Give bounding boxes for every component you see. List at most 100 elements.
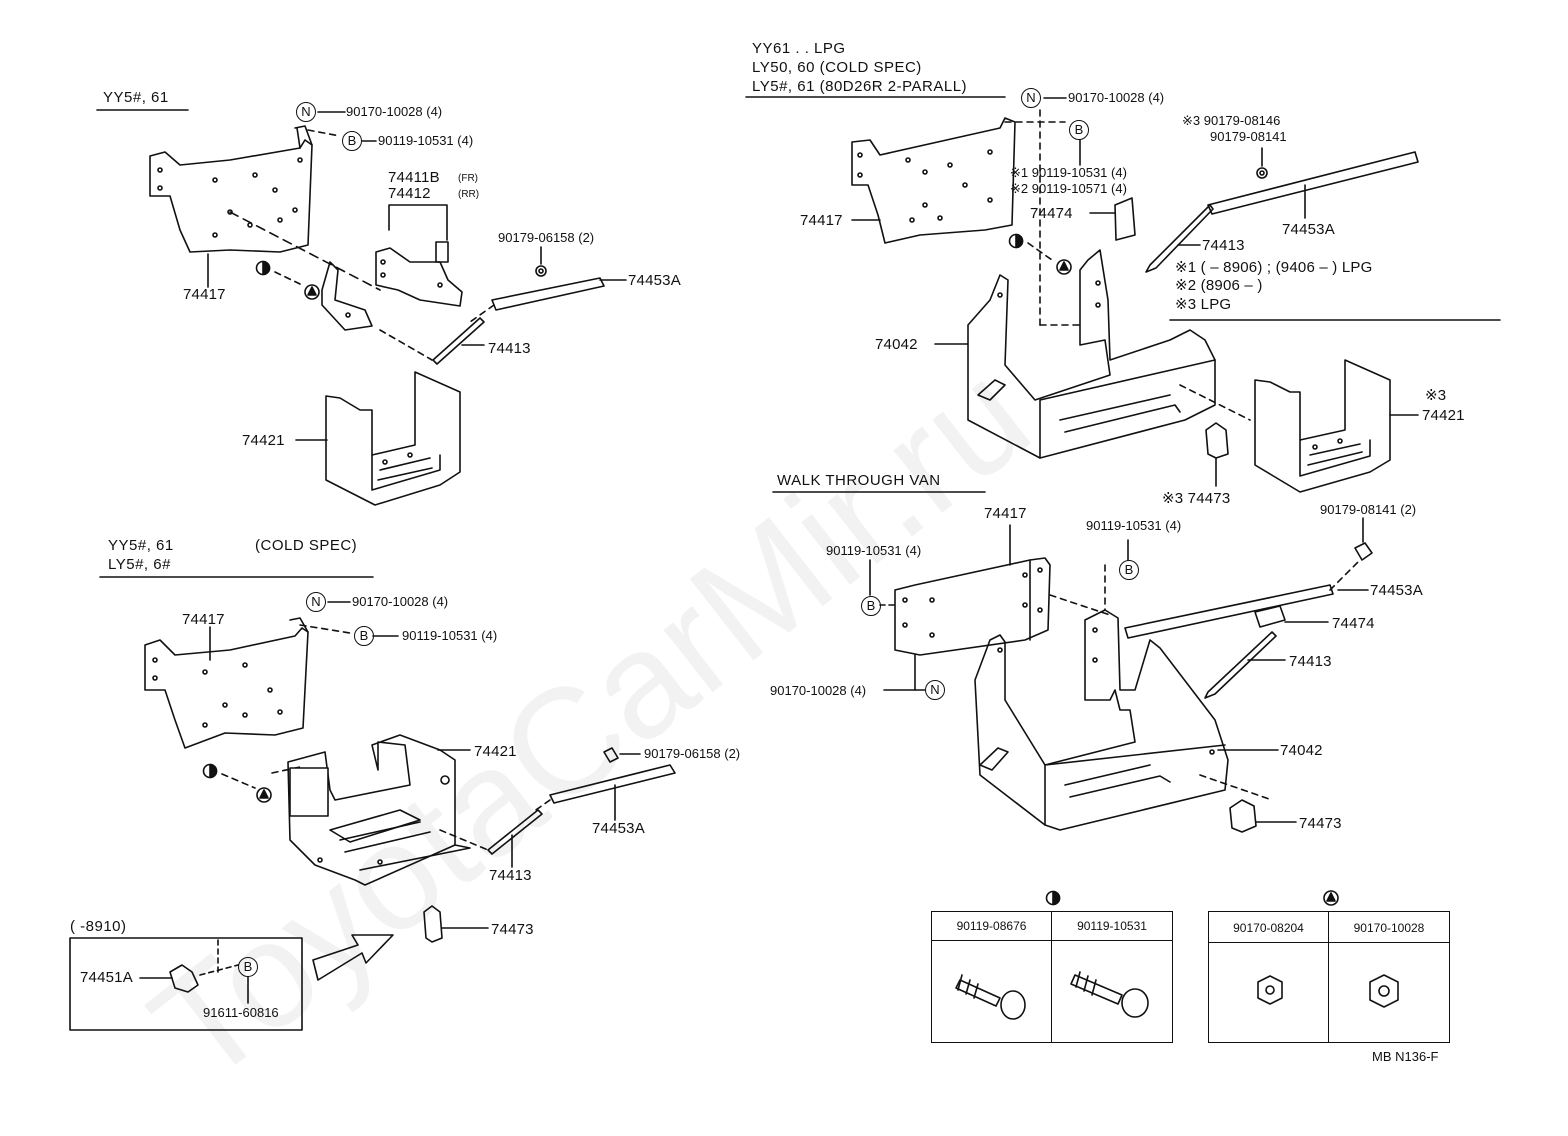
s1-bracket-74411b: [376, 242, 462, 306]
s2-dash-5: [440, 830, 488, 850]
s1-dash-1: [230, 212, 380, 290]
inset-label-74451a: 74451A: [80, 969, 133, 986]
inset-title: ( -8910): [70, 918, 127, 935]
s2-nut-letter: N: [306, 592, 326, 612]
s2-rod-74453a: [550, 748, 675, 803]
s3-nut-letter: N: [1021, 88, 1041, 108]
s1-label-74417: 74417: [183, 286, 226, 303]
s3-label-n: 90170-10028 (4): [1068, 90, 1165, 105]
s1-bracket-74417: [150, 126, 312, 252]
s4-label-74417: 74417: [984, 505, 1027, 522]
s4-label-90179: 90179-08141 (2): [1320, 502, 1417, 517]
s1-hook-74413: [433, 318, 484, 364]
s2-label-n: 90170-10028 (4): [352, 594, 449, 609]
s2-dash-4: [533, 800, 550, 812]
s1-label-74413: 74413: [488, 340, 531, 357]
s3-title-line3: LY5#, 61 (80D26R 2-PARALL): [752, 78, 968, 95]
s3-label-74042: 74042: [875, 336, 918, 353]
s4-cap-74473: [1230, 800, 1256, 832]
s3-label-74453a: 74453A: [1282, 221, 1335, 238]
s4-label-74453a: 74453A: [1370, 582, 1423, 599]
bolt-table-col1: 90119-08676: [956, 919, 1027, 933]
s1-label-74412: 74412: [388, 185, 431, 202]
s3-tray-74421: [1255, 360, 1390, 492]
inset-dash-2: [200, 965, 238, 975]
s3-bolt-symbol: [1010, 235, 1023, 248]
s3-pad-74474: [1115, 198, 1135, 240]
s4-label-74413: 74413: [1289, 653, 1332, 670]
s1-nut-symbol: [305, 285, 319, 299]
s2-cap-74473: [424, 906, 442, 942]
s3-nut-symbol: [1057, 260, 1071, 274]
s2-bracket-74417: [145, 618, 308, 748]
s1-label-b: 90119-10531 (4): [378, 133, 474, 148]
s2-dash-2: [222, 774, 255, 788]
s3-label-b1: ※1 90119-10531 (4): [1010, 165, 1127, 180]
s4-nut-letter: N: [925, 680, 945, 700]
s1-label-fr: (FR): [458, 173, 478, 184]
s3-dash-5: [1180, 385, 1250, 420]
s4-dash-5: [1200, 775, 1272, 800]
nut-drawing-08204: [1258, 976, 1282, 1004]
bolt-table-col2: 90119-10531: [1077, 919, 1147, 933]
s4-dash-4: [1330, 560, 1360, 590]
s4-label-b-left: 90119-10531 (4): [826, 543, 922, 558]
bolt-drawing-10531: [1071, 972, 1148, 1017]
inset-box: [70, 938, 302, 1030]
s1-leader-74411b: [389, 205, 447, 240]
s3-title-line2: LY50, 60 (COLD SPEC): [752, 59, 922, 76]
s3-label-74421: 74421: [1422, 407, 1465, 424]
s4-dash-3: [1050, 595, 1110, 615]
s1-dash-5: [380, 330, 432, 360]
s1-label-n: 90170-10028 (4): [346, 104, 443, 119]
s1-label-74421: 74421: [242, 432, 285, 449]
s3-label-74473: ※3 74473: [1162, 490, 1231, 507]
inset-arrow: [313, 935, 393, 980]
s1-clamp: [322, 262, 372, 330]
s1-title: YY5#, 61: [103, 89, 169, 106]
s2-label-74453a: 74453A: [592, 820, 645, 837]
inset-label-91611: 91611-60816: [203, 1005, 279, 1020]
s4-label-74473: 74473: [1299, 815, 1342, 832]
s3-bolt-letter: B: [1069, 120, 1089, 140]
inset-clip-74451a: [170, 965, 198, 992]
s3-label-x3-74421: ※3: [1425, 387, 1447, 404]
s1-label-74453a: 74453A: [628, 272, 681, 289]
nut-table: 90170-08204 90170-10028: [1208, 911, 1450, 1043]
s3-label-74413: 74413: [1202, 237, 1245, 254]
s3-rod-74453a: [1208, 152, 1418, 214]
s2-nut-symbol: [257, 788, 271, 802]
s2-dash-1: [300, 625, 350, 633]
s2-bolt-symbol: [204, 765, 217, 778]
s2-label-74421: 74421: [474, 743, 517, 760]
s3-note-2: ※2 (8906 – ): [1175, 277, 1263, 294]
s2-bolt-letter: B: [354, 626, 374, 646]
s4-label-b-mid: 90119-10531 (4): [1086, 518, 1182, 533]
s2-label-74413: 74413: [489, 867, 532, 884]
s3-carrier-74042: [968, 250, 1215, 458]
s1-dash-2: [308, 130, 340, 136]
s1-label-74411b: 74411B: [388, 169, 440, 186]
nut-table-col1: 90170-08204: [1233, 921, 1304, 935]
s2-title-line2: LY5#, 6#: [108, 556, 171, 573]
s2-label-90179: 90179-06158 (2): [644, 746, 741, 761]
s4-bracket-74417: [895, 558, 1050, 655]
s3-label-74474: 74474: [1030, 205, 1073, 222]
bolt-drawing-08676: [956, 975, 1025, 1019]
s3-cap-74473: [1206, 423, 1228, 458]
s3-label-x3b: 90179-08141: [1210, 129, 1287, 144]
s2-tray-74421: [288, 735, 470, 885]
s3-note-3: ※3 LPG: [1175, 296, 1232, 313]
s4-rod-74453a: [1125, 543, 1372, 638]
s4-pad-74474: [1255, 606, 1285, 627]
s1-bolt-letter: B: [342, 131, 362, 151]
table-bolt-symbol: [1047, 892, 1060, 905]
diagram-code: MB N136-F: [1372, 1049, 1439, 1064]
s2-label-74417: 74417: [182, 611, 225, 628]
s3-note-1: ※1 ( – 8906) ; (9406 – ) LPG: [1175, 259, 1373, 276]
s1-dash-3: [275, 272, 300, 284]
s1-label-90179: 90179-06158 (2): [498, 230, 595, 245]
s3-title-line1: YY61 . . LPG: [752, 40, 846, 57]
s4-label-n: 90170-10028 (4): [770, 683, 867, 698]
